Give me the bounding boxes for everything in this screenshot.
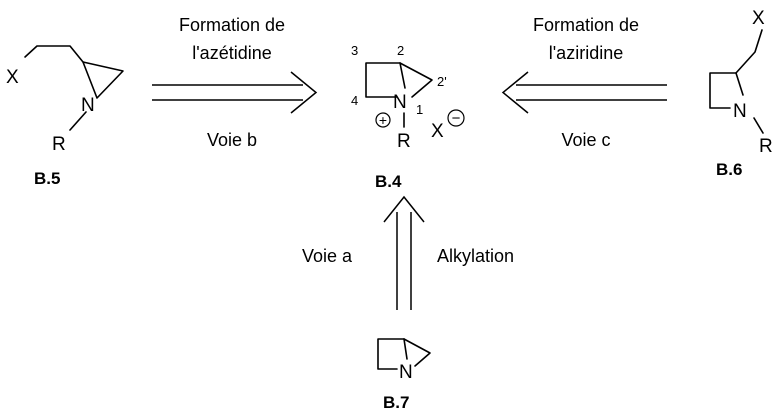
b4-r-group: R (397, 131, 411, 152)
b5-n-r-bond (69, 111, 87, 131)
arrow-b-label-top2: l'azétidine (192, 43, 272, 63)
svg-text:+: + (379, 112, 387, 128)
arrow-c-label-top1: Formation de (533, 15, 639, 35)
arrow-b-label-bottom: Voie b (207, 130, 257, 150)
b6-c2-n-bond (735, 72, 744, 96)
b7-n-atom: N (399, 362, 413, 383)
b4-azetidine-ring (365, 62, 401, 98)
b4-locant-1: 1 (416, 102, 423, 117)
svg-text:−: − (452, 110, 461, 127)
arrow-voie-b: Formation de l'azétidine Voie b (152, 15, 318, 150)
b5-r-group: R (52, 134, 66, 155)
compound-b6: X N R B.6 (709, 8, 773, 179)
arrow-b-label-top1: Formation de (179, 15, 285, 35)
b5-aziridine-ring (82, 61, 124, 99)
b4-aziridine-ring (399, 62, 433, 98)
arrow-voie-a: Voie a Alkylation (302, 195, 514, 310)
arrow-c-label-top2: l'aziridine (549, 43, 623, 63)
b4-code: B.4 (375, 172, 402, 191)
b5-n-atom: N (81, 95, 95, 116)
b5-chain-bonds (24, 45, 84, 63)
b6-x-atom: X (752, 8, 765, 29)
b6-azetidine-ring (709, 72, 737, 109)
b6-n-atom: N (733, 101, 747, 122)
b4-negative-charge: − (447, 109, 465, 127)
arrow-voie-c: Formation de l'aziridine Voie c (501, 15, 667, 150)
b7-azetidine-ring (377, 338, 405, 370)
b4-x-counterion: X (431, 121, 444, 142)
arrow-b-head (290, 71, 318, 114)
b6-ch2-x-bond (735, 29, 763, 74)
b5-code: B.5 (34, 169, 60, 188)
b4-locant-2: 2 (397, 43, 404, 58)
b4-locant-3: 3 (351, 43, 358, 58)
arrow-c-head (501, 71, 529, 114)
arrow-a-head (383, 195, 425, 223)
b7-bridge-bond (403, 338, 408, 360)
b4-locant-2prime: 2' (437, 74, 447, 89)
arrow-c-label-bottom: Voie c (561, 130, 610, 150)
b6-r-group: R (759, 136, 773, 157)
b7-code: B.7 (383, 393, 409, 412)
b6-code: B.6 (716, 160, 742, 179)
b4-locant-4: 4 (351, 93, 358, 108)
b4-bridge-bond (399, 62, 406, 89)
compound-b4: 3 2 2' 4 1 N + R X − B.4 (351, 43, 465, 191)
arrow-a-label-right: Alkylation (437, 246, 514, 266)
b5-x-atom: X (6, 67, 19, 88)
b7-aziridine-ring (403, 338, 431, 367)
compound-b7: N B.7 (377, 338, 431, 412)
arrow-a-label-left: Voie a (302, 246, 353, 266)
b4-positive-charge: + (375, 112, 391, 128)
b4-n-atom: N (393, 92, 407, 113)
b6-n-r-bond (753, 117, 764, 134)
compound-b5: X N R B.5 (6, 45, 124, 188)
